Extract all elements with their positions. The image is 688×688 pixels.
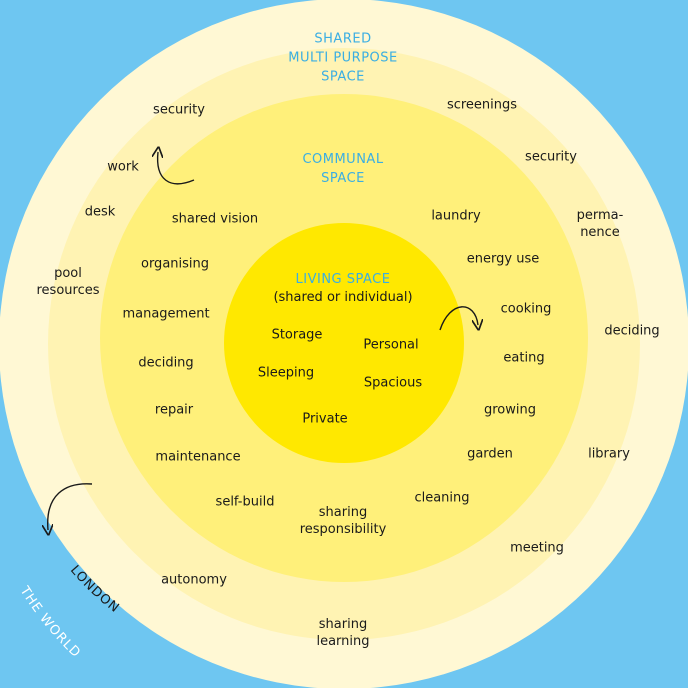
- shared-space-title: SHARED MULTI PURPOSE SPACE: [288, 31, 398, 85]
- communal-item-repair: repair: [154, 402, 194, 418]
- shared-item-deciding: deciding: [604, 323, 660, 339]
- shared-item-permanence: perma- nence: [576, 208, 624, 240]
- communal-item-self-build: self-build: [215, 494, 275, 510]
- shared-item-work: work: [107, 159, 139, 175]
- communal-item-energy-use: energy use: [466, 251, 540, 267]
- communal-item-eating: eating: [503, 350, 545, 366]
- communal-item-deciding: deciding: [138, 355, 194, 371]
- communal-item-management: management: [122, 306, 210, 322]
- shared-item-autonomy: autonomy: [161, 572, 227, 588]
- curved-arrow-icon: [158, 152, 195, 185]
- communal-item-cleaning: cleaning: [414, 490, 470, 506]
- shared-item-library: library: [588, 446, 630, 462]
- living-item-private: Private: [302, 411, 348, 427]
- communal-item-laundry: laundry: [431, 208, 481, 224]
- living-item-sleeping: Sleeping: [257, 365, 315, 381]
- shared-item-desk: desk: [84, 204, 116, 220]
- living-space-core: [224, 223, 464, 463]
- communal-item-shared-vision: shared vision: [171, 211, 259, 227]
- the-world-label: THE WORLD: [16, 583, 84, 661]
- shared-item-sharing-learning: sharing learning: [316, 617, 370, 649]
- living-item-storage: Storage: [271, 327, 323, 343]
- living-space-title: LIVING SPACE (shared or individual): [273, 272, 413, 305]
- communal-item-sharing-responsibility: sharing responsibility: [299, 505, 387, 537]
- shared-item-screenings: screenings: [446, 97, 518, 113]
- shared-item-meeting: meeting: [510, 540, 564, 556]
- communal-item-cooking: cooking: [500, 301, 552, 317]
- living-item-spacious: Spacious: [363, 375, 423, 391]
- living-item-personal: Personal: [363, 337, 419, 353]
- curved-arrow-icon: [439, 306, 478, 330]
- communal-item-organising: organising: [140, 256, 210, 272]
- shared-item-security-left: security: [153, 102, 205, 118]
- communal-item-garden: garden: [467, 446, 513, 462]
- curved-arrow-icon: [48, 483, 93, 530]
- communal-space-title: COMMUNAL SPACE: [302, 152, 384, 186]
- communal-item-growing: growing: [484, 402, 536, 418]
- communal-item-maintenance: maintenance: [155, 449, 241, 465]
- shared-item-pool-resources: pool resources: [36, 266, 100, 298]
- shared-item-security-right: security: [525, 149, 577, 165]
